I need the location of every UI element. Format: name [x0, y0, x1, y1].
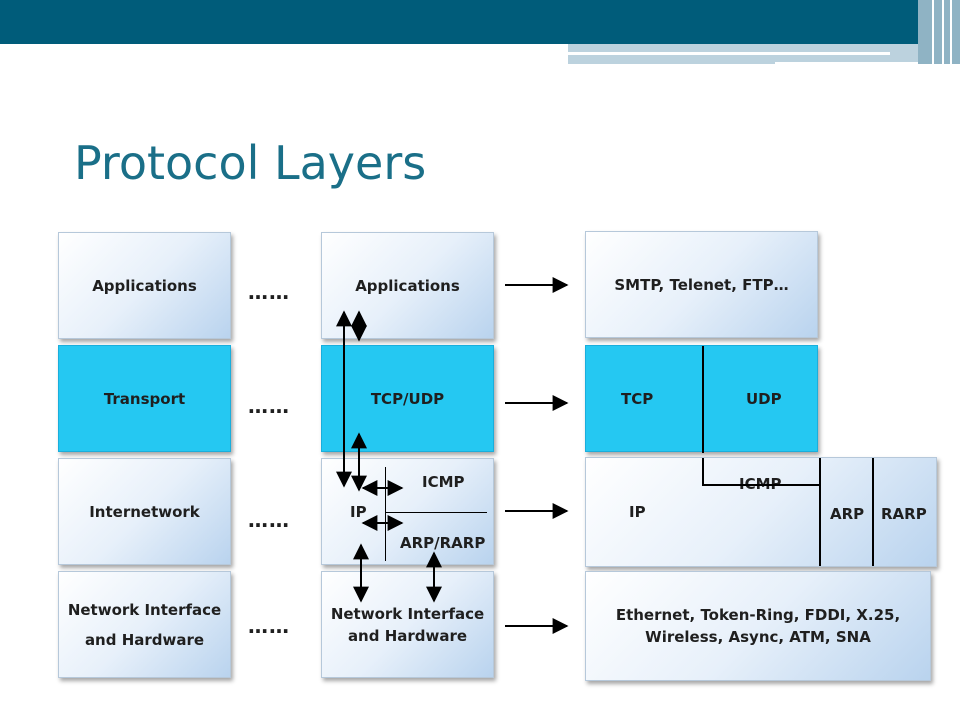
box-label: Network Interface: [330, 604, 485, 623]
header-accent-block: [918, 0, 960, 64]
layer-label: Applications: [92, 276, 197, 295]
ip-label: IP: [350, 503, 367, 521]
right-applications: SMTP, Telenet, FTP…: [585, 231, 818, 338]
mid-network-interface: Network Interface and Hardware: [321, 571, 494, 678]
layer-network-interface: Network Interface and Hardware: [58, 571, 231, 678]
box-label: Wireless, Async, ATM, SNA: [645, 628, 871, 646]
box-label: Ethernet, Token-Ring, FDDI, X.25,: [615, 606, 901, 624]
ellipsis: ……: [248, 394, 290, 418]
ellipsis: ……: [248, 280, 290, 304]
mid-tcp-udp: TCP/UDP: [321, 345, 494, 452]
box-label: and Hardware: [347, 626, 468, 645]
header-banner: [0, 0, 960, 44]
layer-applications: Applications: [58, 232, 231, 339]
layer-label: and Hardware: [84, 630, 205, 649]
header-accent-line: [775, 62, 950, 64]
divider: [702, 346, 704, 453]
divider: [872, 458, 874, 566]
box-label: Applications: [355, 276, 460, 295]
arp-rarp-label: ARP/RARP: [400, 534, 486, 552]
slide-title: Protocol Layers: [74, 136, 427, 190]
divider: [702, 458, 704, 485]
layer-transport: Transport: [58, 345, 231, 452]
mid-internet: IP ICMP ARP/RARP: [321, 458, 494, 565]
mid-applications: Applications: [321, 232, 494, 339]
right-internet: IP ICMP ARP RARP: [585, 457, 937, 567]
divider: [385, 512, 487, 513]
ellipsis: ……: [248, 508, 290, 532]
box-label: TCP/UDP: [370, 389, 445, 408]
divider: [385, 467, 386, 561]
tcp-label: TCP: [621, 390, 654, 408]
right-network-interface: Ethernet, Token-Ring, FDDI, X.25, Wirele…: [585, 571, 931, 681]
divider: [702, 484, 820, 486]
icmp-label: ICMP: [422, 473, 465, 491]
layer-label: Transport: [103, 389, 186, 408]
layer-label: Internetwork: [89, 502, 200, 521]
arp-label: ARP: [830, 505, 865, 523]
box-label: SMTP, Telenet, FTP…: [614, 275, 789, 294]
ip-label: IP: [629, 503, 646, 521]
divider: [819, 458, 821, 566]
udp-label: UDP: [746, 390, 782, 408]
rarp-label: RARP: [881, 505, 927, 523]
header-accent-line: [568, 52, 890, 55]
right-transport: TCP UDP: [585, 345, 818, 453]
layer-internetwork: Internetwork: [58, 458, 231, 565]
ellipsis: ……: [248, 614, 290, 638]
layer-label: Network Interface: [67, 600, 222, 619]
